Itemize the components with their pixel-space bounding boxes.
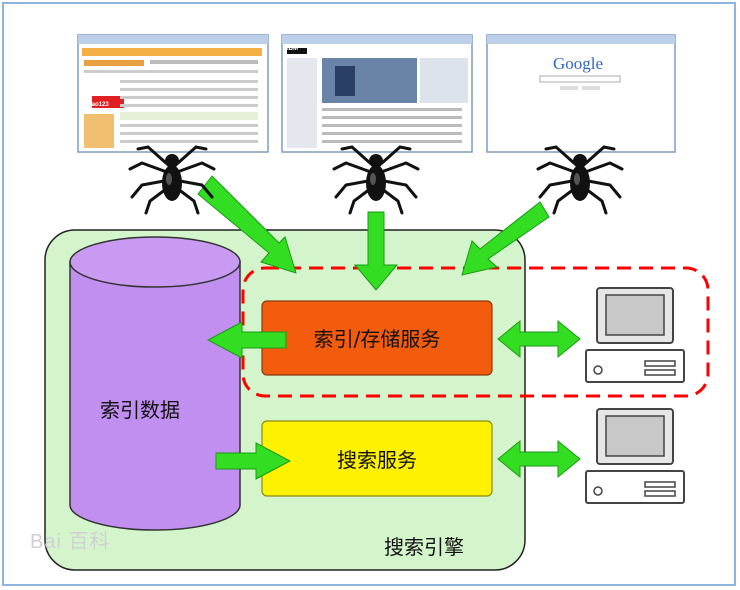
computer-icon-bottom — [585, 408, 685, 504]
screenshot-left — [77, 34, 269, 153]
baidu-watermark: Bai 百科 — [30, 531, 111, 553]
screenshot-left-title: hao123 — [88, 102, 109, 108]
search-engine-label: 搜索引擎 — [384, 535, 464, 559]
index-data-label: 索引数据 — [100, 398, 180, 422]
spider-icon-right — [536, 145, 624, 215]
screenshot-middle-title: IBM — [287, 46, 298, 52]
arrow-bidirectional-index-computer — [497, 319, 581, 359]
screenshot-middle — [281, 34, 473, 153]
index-storage-service-label: 索引/存储服务 — [313, 327, 441, 351]
computer-icon-top — [585, 287, 685, 383]
arrow-to-index-data — [206, 321, 287, 359]
arrow-bidirectional-search-computer — [497, 439, 581, 479]
crawler-arrows — [197, 175, 550, 291]
index-data-cylinder — [69, 236, 241, 531]
spider-icon-left — [128, 145, 216, 215]
screenshot-right-title: Google — [553, 54, 604, 73]
spider-icon-middle — [332, 145, 420, 215]
arrow-left-crawler — [197, 175, 297, 274]
search-service-label: 搜索服务 — [337, 448, 417, 472]
screenshot-right — [486, 34, 676, 153]
arrow-middle-crawler — [353, 211, 399, 291]
arrow-index-data-to-search — [215, 442, 292, 480]
arrow-right-crawler — [461, 201, 550, 276]
